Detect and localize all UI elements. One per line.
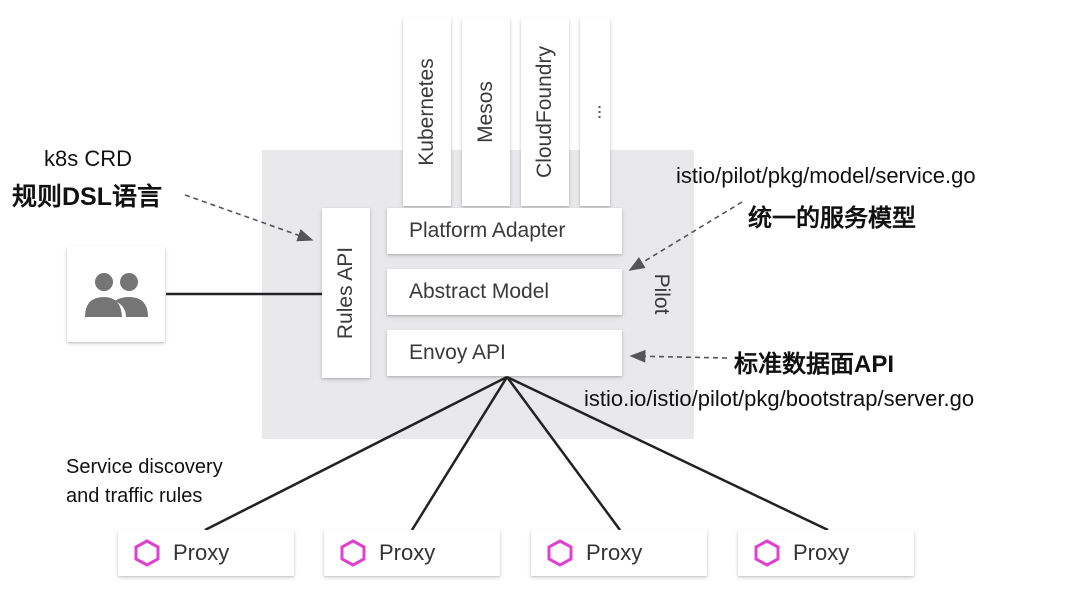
hexagon-icon	[547, 539, 573, 567]
proxy-label: Proxy	[173, 540, 230, 565]
proxy-label: Proxy	[586, 540, 643, 565]
service-desc-label: 统一的服务模型	[748, 205, 916, 232]
crd-label: k8s CRD	[44, 146, 133, 171]
platform-adapter-box: Platform Adapter	[387, 208, 622, 254]
hexagon-icon	[754, 539, 780, 567]
crd-dsl-label: 规则DSL语言	[12, 183, 163, 211]
platform-kubernetes: Kubernetes	[403, 18, 451, 206]
users-icon	[85, 273, 148, 317]
platform-cloudfoundry-label: CloudFoundry	[533, 46, 556, 178]
discovery-label-line1: Service discovery	[66, 456, 223, 478]
service-path-label: istio/pilot/pkg/model/service.go	[676, 163, 976, 188]
rules-api-label: Rules API	[334, 246, 357, 340]
platform-mesos-label: Mesos	[474, 81, 497, 143]
envoy-api-box: Envoy API	[387, 330, 622, 376]
platform-cloudfoundry: CloudFoundry	[521, 18, 569, 206]
platform-mesos: Mesos	[462, 18, 510, 206]
platform-more-label: ...	[584, 104, 605, 120]
discovery-label-line2: and traffic rules	[66, 485, 203, 507]
users-box	[67, 246, 165, 342]
platform-kubernetes-label: Kubernetes	[415, 58, 438, 166]
rules-api-box: Rules API	[322, 208, 370, 378]
dataplane-desc-label: 标准数据面API	[734, 351, 895, 378]
abstract-model-label: Abstract Model	[409, 280, 550, 303]
proxy-box-3: Proxy	[531, 530, 707, 576]
pilot-title: Pilot	[650, 273, 673, 315]
bootstrap-path-label: istio.io/istio/pilot/pkg/bootstrap/serve…	[584, 386, 975, 411]
abstract-model-box: Abstract Model	[387, 269, 622, 315]
platform-more: ...	[580, 18, 610, 206]
hexagon-icon	[340, 539, 366, 567]
proxy-label: Proxy	[793, 540, 850, 565]
envoy-api-label: Envoy API	[409, 341, 506, 364]
proxy-box-4: Proxy	[738, 530, 914, 576]
proxy-label: Proxy	[379, 540, 436, 565]
proxy-box-1: Proxy	[118, 530, 294, 576]
hexagon-icon	[134, 539, 160, 567]
proxy-box-2: Proxy	[324, 530, 500, 576]
platform-adapter-label: Platform Adapter	[409, 219, 566, 242]
